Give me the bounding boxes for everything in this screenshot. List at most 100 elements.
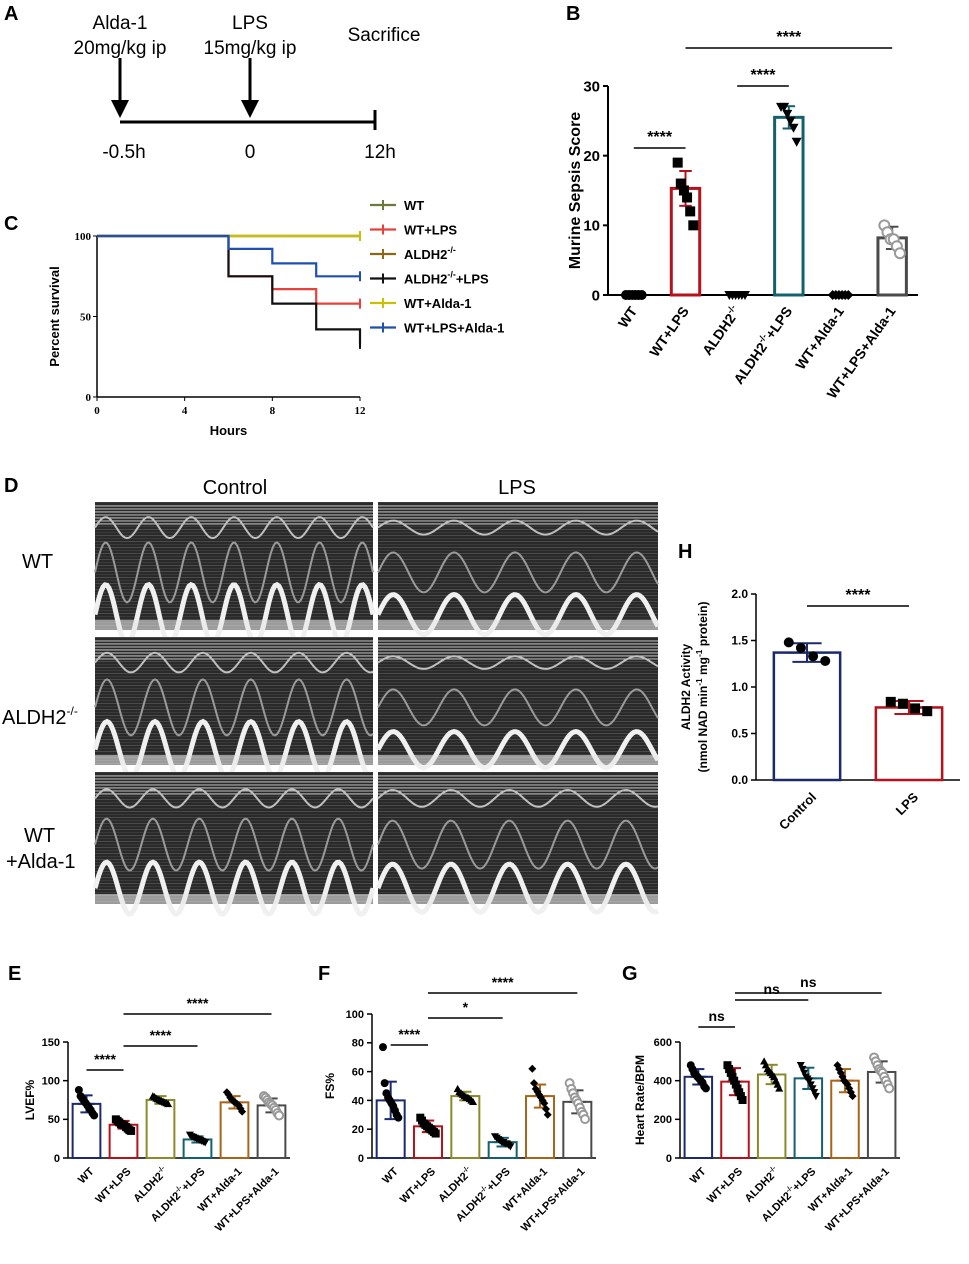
echo-wall-upper [377,655,659,670]
panel-label-c: C [4,213,18,235]
x-axis-label: Hours [210,423,248,438]
sacrifice-label: Sacrifice [348,25,421,46]
data-point [394,1113,403,1122]
x-tick-sup: -/- [767,1164,778,1175]
x-tick-text: ALDH2 [760,1190,794,1224]
x-tick-sup: -/- [173,1184,184,1195]
echo-wall-mid [377,551,659,594]
legend-sup: -/- [447,245,456,255]
echo-wall-lower [92,859,376,917]
data-point [775,1084,784,1092]
x-tick-label: WT [615,303,641,330]
data-point [782,109,793,119]
data-point [798,1065,807,1074]
x-tick-label: WT+LPS+Alda-1 [823,1166,892,1235]
y-tick-label: 60 [352,1066,364,1078]
echo-image [375,772,660,915]
echo-images [92,502,661,917]
y-tick-label: 150 [42,1037,60,1049]
x-tick-label: 0 [94,405,100,417]
data-point [808,651,819,662]
data-point [922,706,933,717]
x-tick-label: WT+Alda-1 [792,303,847,372]
x-tick-text: ALDH2 [149,1190,183,1224]
y-tick-label: 100 [75,231,92,243]
y-axis-units-sup: -1 [694,678,704,686]
data-point [810,1089,819,1097]
significance-label: **** [492,974,514,990]
data-point [540,1099,549,1108]
legend-text: ALDH2 [404,272,447,287]
y-tick-label: 0.0 [731,773,748,787]
echo-background [378,772,658,904]
x-tick-text: ALDH2 [699,310,739,358]
echo-panel: Control LPS WT ALDH2-/- WT +Alda-1 [2,477,661,917]
data-point [543,1110,552,1119]
survival-line [97,234,360,278]
lps-arrowhead [241,100,259,118]
bar [145,1099,176,1159]
echo-wall-upper [377,788,659,808]
significance-label: **** [187,995,209,1011]
y-axis-label: Murine Sepsis Score [567,112,584,269]
y-tick-label: 0.5 [731,727,748,741]
bar [773,115,805,297]
x-tick-text: WT [76,1165,97,1186]
x-tick-suffix: +LPS [762,304,795,342]
alda-dose: 20mg/kg ip [74,38,167,59]
x-tick-label: LPS [893,789,922,818]
x-tick-text: WT+LPS [398,1166,438,1206]
y-axis-units-sup: -1 [694,649,704,657]
y-axis-units-b: mg [696,657,710,678]
data-point [672,157,683,168]
y-tick-label: 20 [352,1124,364,1136]
echo-bottom-band [95,894,373,904]
echo-row-label-aldh2: ALDH2-/- [2,704,78,729]
significance-label: **** [647,129,673,146]
x-tick-text: ALDH2 [131,1170,165,1204]
data-point [811,1092,820,1101]
alda-label: Alda-1 [93,13,148,34]
y-tick-label: 0 [592,287,600,304]
data-point [806,1081,815,1089]
significance-label: **** [150,1027,172,1043]
legend-text: WT+Alda-1 [404,296,472,311]
data-point [378,1043,387,1052]
y-axis-label: LVEF% [23,1079,37,1120]
y-tick-label: 0 [666,1153,672,1165]
y-axis-units-a: (nmol NAD min [696,686,710,773]
data-point [739,291,750,300]
bar-chart-E: 050100150LVEF%WTWT+LPSALDH2-/-ALDH2-/-+L… [23,995,290,1234]
data-point [791,137,802,147]
x-tick-suffix: +LPS [790,1166,818,1194]
x-tick-label: 12 [355,405,367,417]
echo-wall-lower [375,729,661,771]
y-axis-label: Percent survival [47,266,62,366]
data-point [788,123,799,133]
data-point [636,290,647,300]
legend-label: WT+LPS+Alda-1 [404,321,504,336]
y-tick-label: 50 [80,312,92,324]
echo-row-label-wt-alda: WT [24,825,55,847]
data-point [800,1069,809,1077]
echo-wall-upper [377,519,659,536]
data-point [910,703,921,714]
significance-label: ns [800,974,817,990]
echo-bottom-band [378,894,658,904]
data-point [530,1079,539,1088]
x-tick-label: ALDH2-/- [698,303,744,358]
significance-label: ns [763,981,780,997]
echo-wall-lower [375,592,661,638]
data-point [808,1085,817,1093]
x-tick-text: ALDH2 [436,1170,470,1204]
legend-label: ALDH2-/-+LPS [404,270,489,287]
y-tick-label: 20 [583,148,600,165]
significance-label: **** [846,587,872,604]
bar [793,1077,824,1160]
echo-background [95,637,373,765]
lps-dose: 15mg/kg ip [204,38,297,59]
echo-wall-mid [377,688,659,727]
significance-label: **** [398,1026,420,1042]
x-tick-label: WT [76,1165,97,1186]
